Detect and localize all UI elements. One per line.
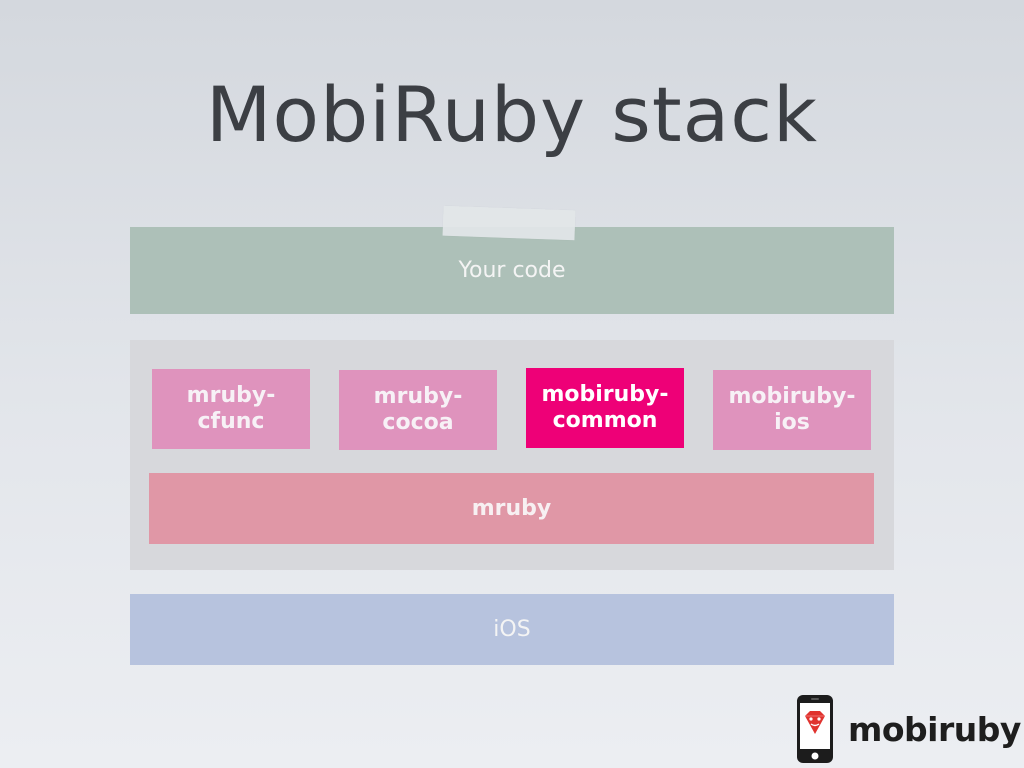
module-label-line1: mruby- <box>373 384 463 409</box>
phone-with-ruby-heart-icon <box>797 695 833 763</box>
module-mruby-cfunc: mruby- cfunc <box>152 369 310 449</box>
module-mobiruby-ios: mobiruby- ios <box>713 370 871 450</box>
module-mobiruby-common: mobiruby- common <box>526 368 684 448</box>
your-code-layer: Your code <box>130 227 894 314</box>
module-label-line1: mobiruby- <box>541 382 669 407</box>
your-code-label: Your code <box>458 258 566 283</box>
tape-strip <box>442 205 576 241</box>
module-label-line2: cocoa <box>382 410 454 435</box>
module-label-line2: cfunc <box>197 409 265 434</box>
platform-label: iOS <box>493 617 531 642</box>
module-label-line2: ios <box>774 410 810 435</box>
module-mruby-cocoa: mruby- cocoa <box>339 370 497 450</box>
module-label-line1: mruby- <box>186 383 276 408</box>
mobiruby-logo: mobiruby <box>796 694 1021 764</box>
slide-title: MobiRuby stack <box>205 70 819 159</box>
ios-platform-layer: iOS <box>130 594 894 665</box>
runtime-label: mruby <box>471 496 552 521</box>
logo-wordmark: mobiruby <box>848 709 1021 749</box>
mruby-runtime-layer: mruby <box>149 473 874 544</box>
module-label-line2: common <box>552 408 658 433</box>
module-label-line1: mobiruby- <box>728 384 856 409</box>
